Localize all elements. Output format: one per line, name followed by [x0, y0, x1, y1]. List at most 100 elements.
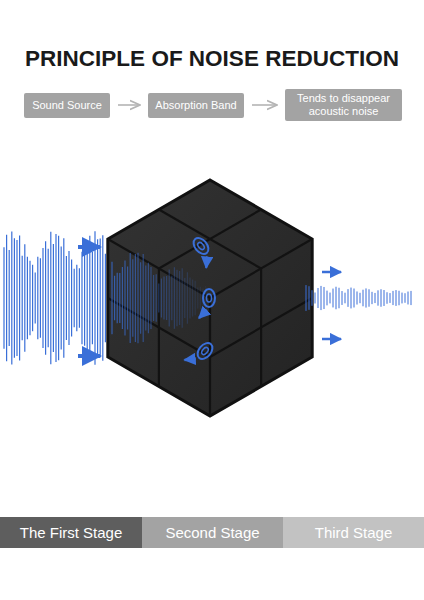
panel-seam [159, 210, 261, 269]
wave-line [42, 248, 43, 348]
stage-label: Third Stage [315, 524, 393, 541]
wave-line [339, 288, 340, 309]
wave-line [55, 234, 56, 362]
wave-line [179, 271, 180, 325]
arrow-out [322, 338, 341, 341]
wave-line [24, 244, 25, 351]
wave-line [130, 253, 131, 343]
wave-line [14, 238, 15, 358]
wave-line [360, 293, 361, 303]
wave-line [393, 291, 394, 305]
wave-line [342, 291, 343, 305]
wave-line [166, 276, 167, 320]
wave-line [124, 260, 125, 335]
wave-line [384, 290, 385, 306]
wave-line [174, 267, 175, 328]
wave-line [405, 293, 406, 303]
step-label: Absorption Band [155, 99, 236, 112]
wave-line [182, 268, 183, 327]
wave-line [74, 269, 75, 328]
wave-line [195, 281, 196, 315]
swirl-icon [188, 235, 219, 267]
arrow-in [78, 354, 100, 358]
flow-arrow [252, 104, 277, 106]
wave-line [375, 293, 376, 303]
wave-line [354, 289, 355, 308]
wave-line [363, 290, 364, 307]
wave-line [163, 276, 164, 319]
wave-line [37, 257, 38, 340]
step-label: Sound Source [32, 99, 102, 112]
wave-line [87, 247, 88, 349]
wave-line [135, 254, 136, 342]
wave-line [117, 273, 118, 324]
wave-line [100, 238, 101, 357]
wave-line [48, 249, 49, 348]
wave-line [111, 262, 112, 334]
panel-seam [210, 298, 312, 357]
wave-line [145, 265, 146, 330]
wave-line [411, 291, 412, 305]
arrow-in [78, 245, 100, 249]
wave-line [68, 251, 69, 345]
wave-line [408, 292, 409, 305]
stage-label: Second Stage [165, 524, 259, 541]
wave-line [45, 241, 46, 355]
wave-line [27, 257, 28, 339]
wave-line [127, 266, 128, 329]
sound-wave-in [4, 231, 111, 365]
wave-line [396, 290, 397, 306]
wave-line [390, 293, 391, 303]
absorption-swirl [184, 235, 218, 370]
wave-line [399, 291, 400, 305]
stage-label: The First Stage [20, 524, 123, 541]
wave-line [58, 236, 59, 361]
wave-line [16, 240, 17, 356]
direction-arrows [78, 247, 341, 356]
wave-line [366, 288, 367, 307]
wave-line [150, 267, 151, 329]
wave-line [318, 288, 319, 308]
wave-line [372, 292, 373, 304]
wave-line [66, 256, 67, 340]
hexagon-panel [108, 180, 312, 416]
wave-line [176, 270, 177, 326]
wave-line [11, 231, 12, 364]
wave-line [369, 289, 370, 306]
title: PRINCIPLE OF NOISE REDUCTION [0, 46, 424, 72]
wave-line [197, 287, 198, 308]
wave-line [143, 254, 144, 342]
step-box: Tends to disappear acoustic noise [285, 89, 402, 120]
step-box: Sound Source [24, 93, 110, 118]
wave-line [19, 236, 20, 361]
wave-line [97, 239, 98, 357]
wave-line [336, 287, 337, 310]
wave-line [189, 278, 190, 319]
sound-wave-out [306, 285, 411, 311]
wave-line [315, 293, 316, 304]
wave-line [309, 286, 310, 310]
wave-line [84, 250, 85, 346]
wave-line [169, 269, 170, 326]
wave-line [187, 272, 188, 324]
stage-band: The First Stage [0, 517, 142, 548]
wave-line [53, 244, 54, 352]
wave-line [324, 287, 325, 309]
swirl-icon [199, 289, 215, 318]
wave-line [81, 252, 82, 345]
wave-line [94, 231, 95, 365]
wave-line [330, 293, 331, 304]
wave-line [153, 275, 154, 321]
wave-line [161, 279, 162, 318]
wave-line [105, 254, 106, 342]
wave-line [402, 293, 403, 304]
wave-line [381, 289, 382, 307]
wave-line [40, 258, 41, 338]
wave-line [148, 263, 149, 333]
wave-line [6, 235, 7, 362]
wave-line [89, 236, 90, 361]
wave-line [61, 246, 62, 349]
sound-wave-through [112, 253, 206, 344]
wave-line [63, 238, 64, 358]
wave-line [200, 287, 201, 310]
